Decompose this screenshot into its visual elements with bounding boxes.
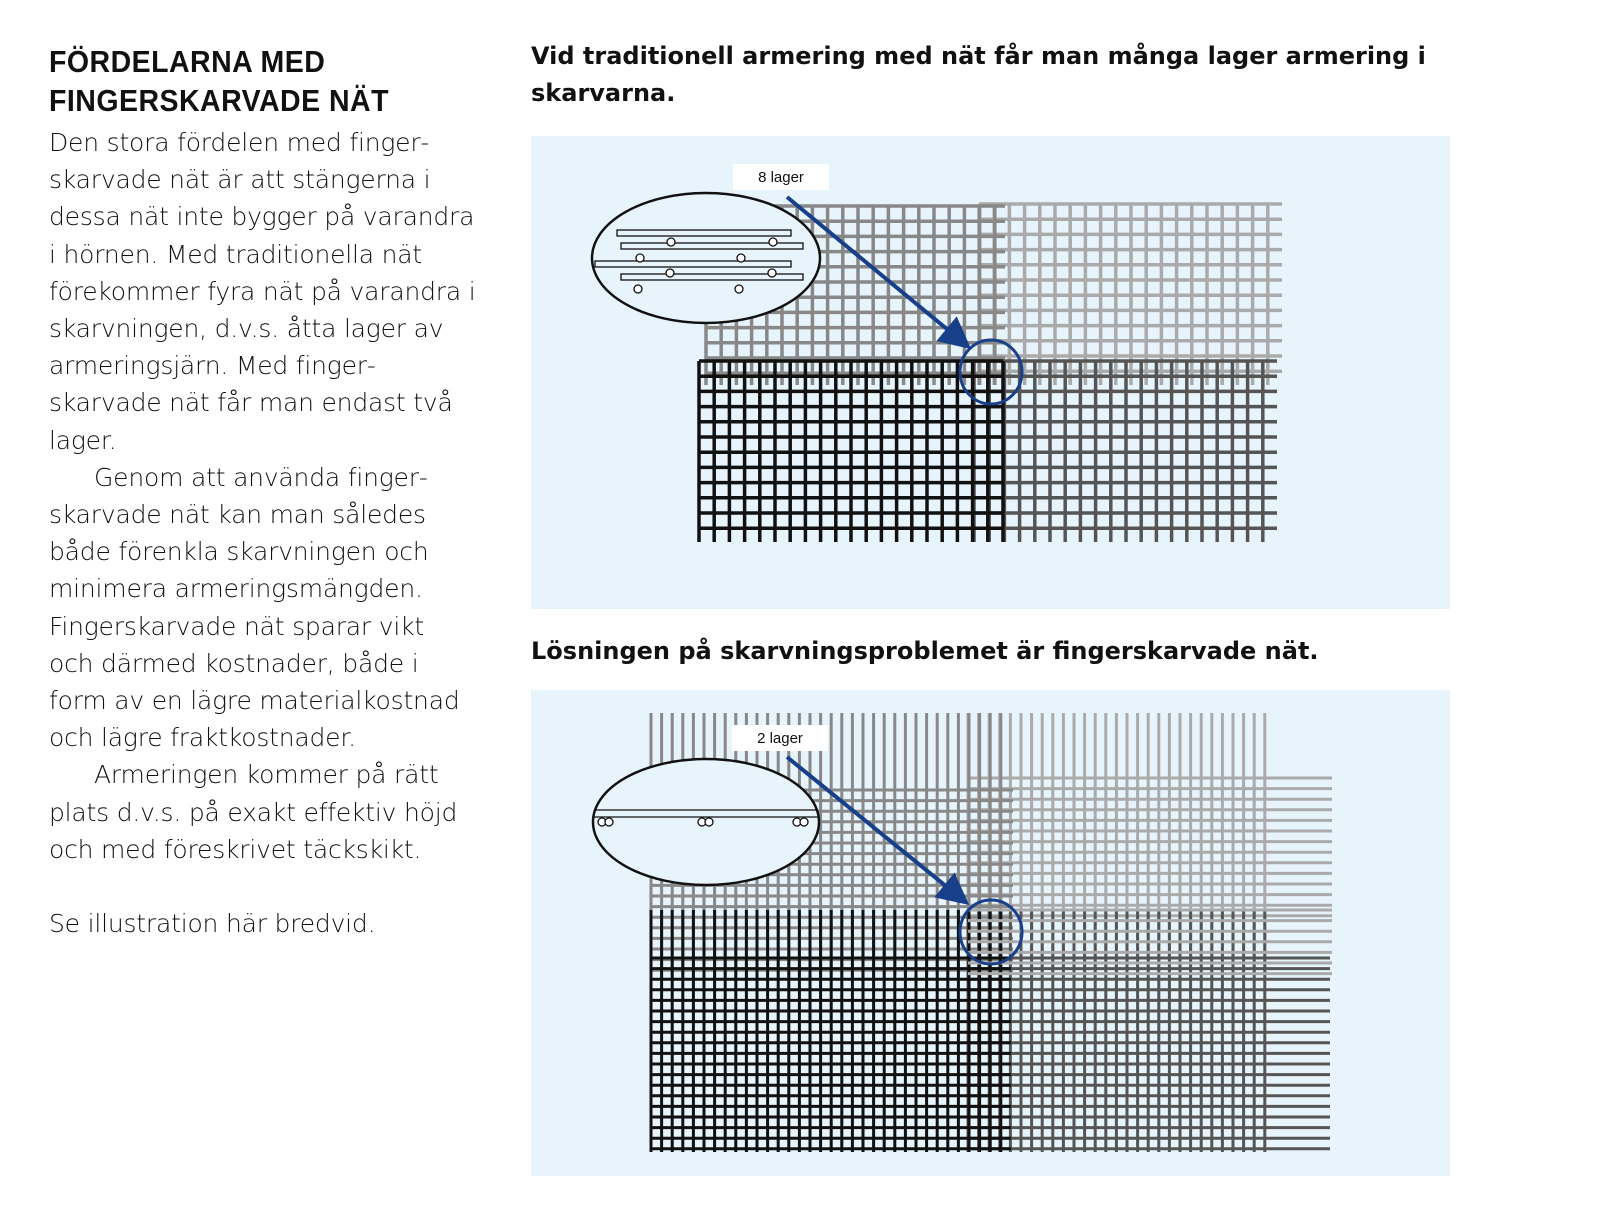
bar-section bbox=[594, 260, 792, 268]
bar-end bbox=[734, 284, 744, 294]
black-mesh-bottom-left bbox=[697, 359, 1005, 542]
label-box bbox=[732, 725, 828, 751]
light-mesh-top-right bbox=[977, 202, 1282, 385]
section-heading: FÖRDELARNA MED FINGERSKARVADE NÄT bbox=[49, 42, 389, 120]
bar-section bbox=[616, 229, 792, 237]
bar-end bbox=[666, 237, 676, 247]
paragraph: Armeringen kommer på rätt plats d.v.s. p… bbox=[49, 760, 458, 864]
bar-end bbox=[604, 817, 614, 827]
bar-end bbox=[633, 284, 643, 294]
bar-end bbox=[736, 253, 746, 263]
paragraph: Se illustration här bredvid. bbox=[49, 909, 376, 939]
heading-line: FÖRDELARNA MED bbox=[49, 44, 326, 79]
bar-end bbox=[704, 817, 714, 827]
cross-section-ellipse bbox=[590, 191, 822, 325]
dark-mesh-bottom-right bbox=[972, 359, 1277, 542]
figure-top-caption: Vid traditionell armering med nät får ma… bbox=[531, 42, 1426, 107]
bar-section bbox=[620, 242, 804, 250]
black-mesh-bottom-left bbox=[649, 910, 1011, 1152]
bar-end bbox=[768, 237, 778, 247]
heading-line: FINGERSKARVADE NÄT bbox=[49, 83, 389, 118]
joint-highlight-circle bbox=[958, 898, 1024, 966]
traditional-mesh-illustration: 8 lager bbox=[531, 136, 1450, 609]
finger-jointed-mesh-illustration: 2 lager bbox=[531, 690, 1450, 1176]
bar-end bbox=[635, 253, 645, 263]
figure-bottom-caption: Lösningen på skarvningsproblemet är fing… bbox=[531, 637, 1319, 665]
light-mesh-overlap bbox=[968, 908, 1332, 976]
bar-end bbox=[665, 268, 675, 278]
paragraph: Den stora fördelen med finger­skarvade n… bbox=[49, 128, 476, 455]
paragraph: Genom att använda finger­skarvade nät ka… bbox=[49, 462, 460, 753]
body-text: Den stora fördelen med finger­skarvade n… bbox=[49, 124, 509, 942]
bar-section bbox=[620, 273, 804, 281]
arrow bbox=[785, 755, 970, 906]
joint-highlight-circle bbox=[958, 338, 1024, 406]
arrow bbox=[785, 195, 972, 350]
dark-mesh-bottom-right bbox=[966, 910, 1330, 1152]
bar-end bbox=[799, 817, 809, 827]
layer-count-label: 8 lager bbox=[758, 169, 804, 186]
bar-end bbox=[767, 268, 777, 278]
label-box bbox=[733, 164, 829, 190]
layer-count-label: 2 lager bbox=[757, 730, 803, 747]
